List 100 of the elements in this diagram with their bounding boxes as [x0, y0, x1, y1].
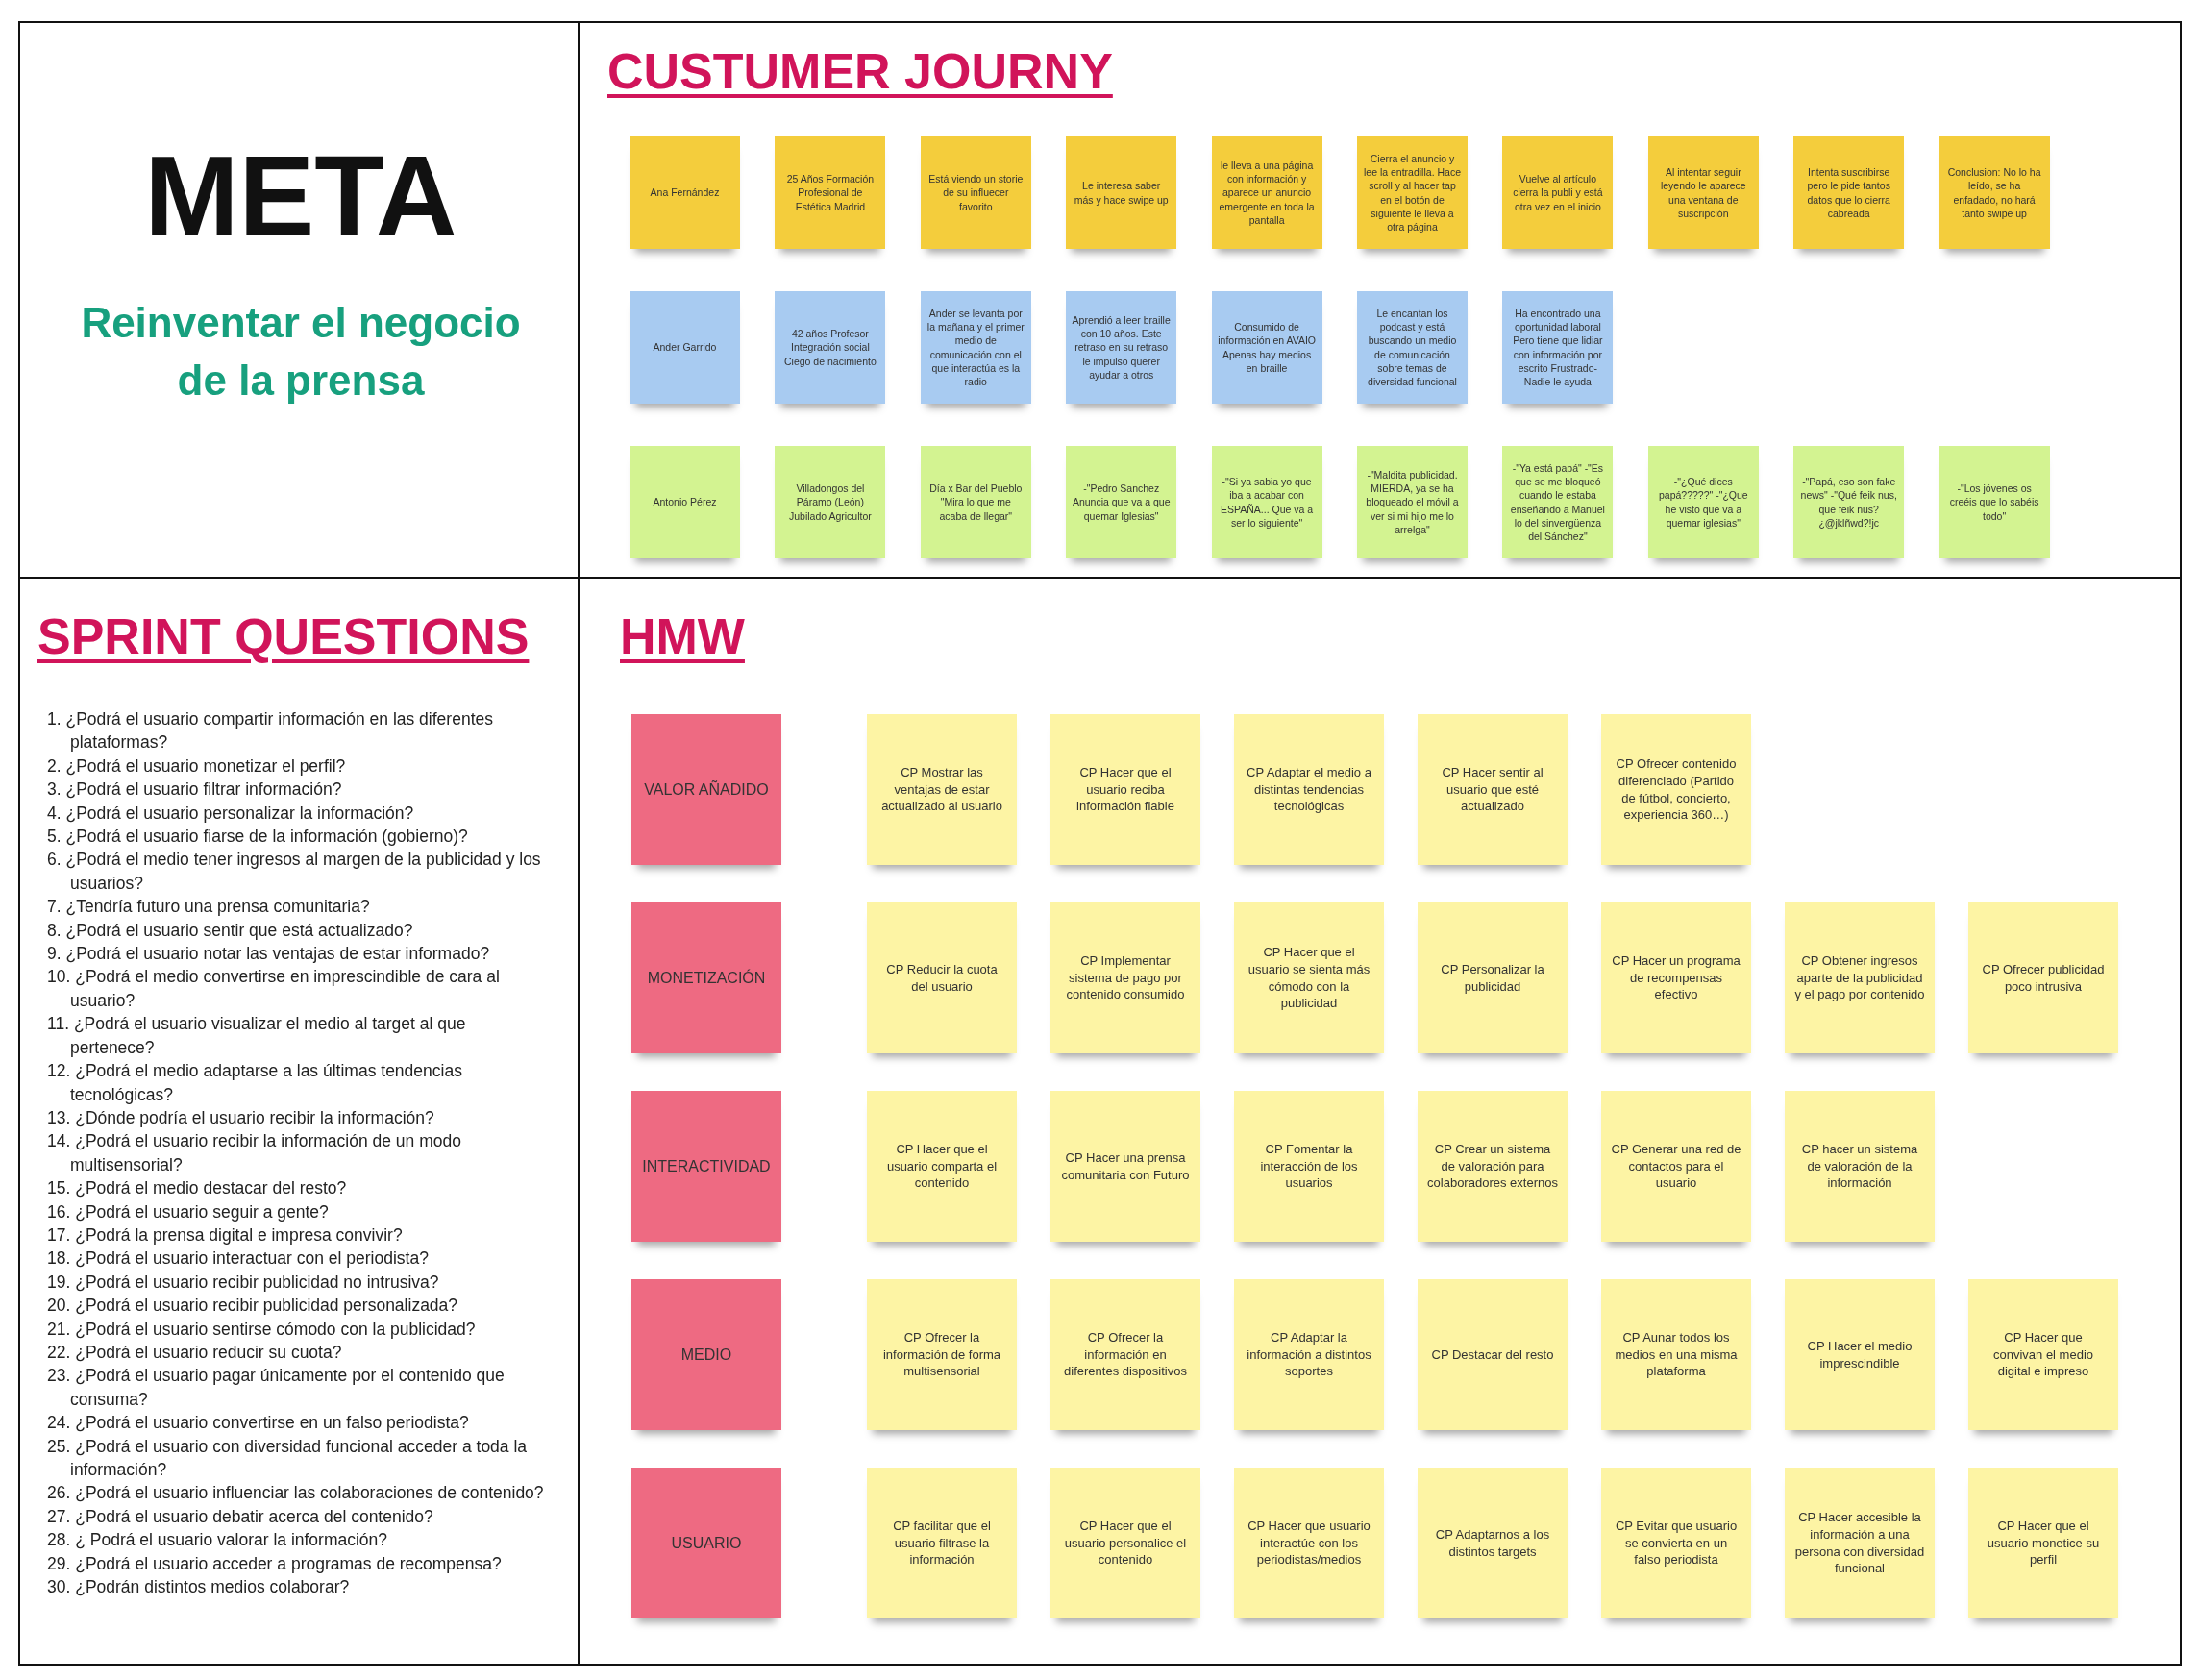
sticky-note — [1785, 1091, 1935, 1242]
question-item: 26. ¿Podrá el usuario influenciar las colaboraciones de contenido? — [47, 1482, 545, 1505]
note-text: Al intentar seguir leyendo le aparece una ventana de suscripción — [1659, 165, 1747, 220]
sticky-note — [1234, 1091, 1384, 1242]
note-text: CP Adaptar la información a distintos soportes — [1246, 1329, 1372, 1380]
sticky-note — [630, 136, 740, 249]
sticky-note — [1066, 446, 1177, 558]
sticky-note — [1211, 291, 1322, 404]
sticky-note — [1785, 902, 1935, 1053]
question-item: 9. ¿Podrá el usuario notar las ventajas de estar informado? — [47, 943, 491, 966]
note-text: Intenta suscribirse pero le pide tantos datos que lo cierra cabreada — [1806, 165, 1891, 220]
note-text: CP Adaptarnos a los distintos targets — [1434, 1525, 1551, 1561]
question-item: 13. ¿Dónde podría el usuario recibir la información? — [47, 1106, 435, 1129]
note-text: CP Hacer sentir al usuario que esté actualizado — [1441, 764, 1544, 815]
note-text: CP Personalizar la publicidad — [1440, 960, 1545, 996]
note-text: CP Hacer que el usuario comparta el contenido — [885, 1141, 999, 1192]
note-text: -"Papá, eso son fake news" -"Qué feik nus, que feik nus? ¿@jklñwd?!jc — [1799, 475, 1898, 530]
note-text: CP Hacer el medio imprescindible — [1806, 1337, 1914, 1372]
note-text: CP Evitar que usuario se convierta en un falso periodista — [1614, 1518, 1739, 1569]
board-panel — [18, 577, 580, 1666]
question-item: 28. ¿ Podrá el usuario valorar la información? — [47, 1529, 389, 1552]
sticky-note — [1050, 1279, 1200, 1430]
question-item: 10. ¿Podrá el medio convertirse en imprescindible de cara al usuario? — [47, 966, 501, 1012]
sticky-note — [1647, 446, 1759, 558]
note-text: CP Hacer que convivan el medio digital e impreso — [1991, 1329, 2095, 1380]
note-text: CP Ofrecer la información de forma multisensorial — [881, 1329, 1002, 1380]
question-item: 8. ¿Podrá el usuario sentir que está actualizado? — [47, 919, 414, 942]
goal-text: Reinventar el negocio de la prensa — [80, 298, 522, 406]
note-text: MEDIO — [680, 1345, 732, 1365]
sticky-note — [1502, 446, 1614, 558]
sticky-note — [1939, 446, 2050, 558]
sticky-note — [1968, 902, 2118, 1053]
question-item: 27. ¿Podrá el usuario debatir acerca del contenido? — [47, 1505, 434, 1528]
sticky-note — [1357, 446, 1468, 558]
note-text: VALOR AÑADIDO — [644, 779, 769, 800]
question-item: 23. ¿Podrá el usuario pagar únicamente por el contenido que consuma? — [47, 1365, 506, 1411]
sticky-note — [867, 1468, 1017, 1618]
note-text: -"Ya está papá" -"Es que se me bloqueó cuando le estaba enseñando a Manuel lo del sinvergüenza del Sánchez" — [1509, 461, 1606, 543]
sticky-note — [1050, 714, 1200, 865]
question-item: 6. ¿Podrá el medio tener ingresos al margen de la publicidad y los usuarios? — [47, 849, 542, 895]
sticky-note — [1234, 902, 1384, 1053]
question-item: 1. ¿Podrá el usuario compartir información en las diferentes plataformas? — [47, 708, 494, 754]
sticky-note — [631, 902, 781, 1053]
question-item: 24. ¿Podrá el usuario convertirse en un falso periodista? — [47, 1412, 470, 1435]
note-text: CP Hacer que el usuario monetice su perfil — [1986, 1518, 2101, 1569]
sticky-note — [631, 714, 781, 865]
question-item: 11. ¿Podrá el usuario visualizar el medio al target al que pertenece? — [47, 1013, 467, 1059]
note-text: CP facilitar que el usuario filtrase la información — [892, 1518, 992, 1569]
question-item: 19. ¿Podrá el usuario recibir publicidad no intrusiva? — [47, 1271, 440, 1294]
note-text: Está viendo un storie de su influecer favorito — [927, 172, 1025, 213]
note-text: Ana Fernández — [650, 185, 720, 200]
sticky-note — [1793, 136, 1905, 249]
sticky-note — [1066, 291, 1177, 404]
sticky-note — [1939, 136, 2050, 249]
note-text: INTERACTIVIDAD — [642, 1156, 771, 1176]
question-item: 18. ¿Podrá el usuario interactuar con el periodista? — [47, 1248, 430, 1271]
question-item: 29. ¿Podrá el usuario acceder a programas de recompensa? — [47, 1552, 503, 1575]
question-item: 21. ¿Podrá el usuario sentirse cómodo con la publicidad? — [47, 1318, 477, 1341]
note-text: Ha encontrado una oportunidad laboral Pero tiene que lidiar con información por escrito Frustrado-Nadie le ayuda — [1512, 307, 1604, 388]
sticky-note — [1418, 1091, 1568, 1242]
sticky-note — [631, 1279, 781, 1430]
sticky-note — [1050, 1091, 1200, 1242]
note-text: CP Hacer que usuario interactúe con los periodistas/medios — [1247, 1518, 1371, 1569]
note-text: CP Mostrar las ventajas de estar actualizado al usuario — [880, 764, 1003, 815]
note-text: CP Ofrecer publicidad poco intrusiva — [1981, 960, 2106, 996]
sticky-note — [1601, 1468, 1751, 1618]
note-text: 25 Años Formación Profesional de Estética Madrid — [785, 172, 876, 213]
question-item: 7. ¿Tendría futuro una prensa comunitaria? — [47, 896, 371, 919]
note-text: Día x Bar del Pueblo "Mira lo que me acaba de llegar" — [928, 482, 1024, 523]
sticky-note — [1601, 1279, 1751, 1430]
question-item: 15. ¿Podrá el medio destacar del resto? — [47, 1177, 348, 1200]
note-text: CP Hacer accesible la información a una persona con diversidad funcional — [1794, 1509, 1925, 1577]
sticky-note — [1234, 1468, 1384, 1618]
sticky-note — [1234, 714, 1384, 865]
note-text: CP Fomentar la interacción de los usuarios — [1259, 1141, 1359, 1192]
note-text: -"Pedro Sanchez Anuncia que va a que quemar Iglesias" — [1072, 482, 1172, 523]
goal-heading: META — [143, 132, 458, 261]
note-text: CP Crear un sistema de valoración para colaboradores externos — [1427, 1141, 1558, 1192]
sticky-note — [920, 446, 1031, 558]
note-text: CP Hacer que el usuario reciba información fiable — [1075, 764, 1175, 815]
note-text: Ander se levanta por la mañana y el primer medio de comunicación con el que interactúa es la radio — [926, 307, 1025, 388]
section-heading: HMW — [620, 607, 745, 665]
sticky-note — [1234, 1279, 1384, 1430]
question-item: 4. ¿Podrá el usuario personalizar la información? — [47, 802, 415, 825]
note-text: CP Adaptar el medio a distintas tendencias tecnológicas — [1246, 764, 1372, 815]
sticky-note — [867, 902, 1017, 1053]
note-text: -"Si ya sabia yo que iba a acabar con ESPAÑA... Que va a ser lo siguiente" — [1220, 475, 1315, 530]
question-item: 20. ¿Podrá el usuario recibir publicidad personalizada? — [47, 1295, 459, 1318]
note-text: Le encantan los podcast y está buscando un medio de comunicación sobre temas de diversidad funcional — [1367, 307, 1458, 388]
sticky-note — [775, 136, 886, 249]
note-text: CP Generar una red de contactos para el usuario — [1611, 1141, 1741, 1192]
note-text: MONETIZACIÓN — [647, 968, 766, 988]
question-item: 16. ¿Podrá el usuario seguir a gente? — [47, 1200, 330, 1223]
question-item: 2. ¿Podrá el usuario monetizar el perfil? — [47, 754, 347, 778]
note-text: CP hacer un sistema de valoración de la información — [1800, 1141, 1919, 1192]
sticky-note — [631, 1468, 781, 1618]
question-item: 30. ¿Podrán distintos medios colaborar? — [47, 1576, 351, 1599]
note-text: CP Hacer una prensa comunitaria con Futuro — [1060, 1149, 1191, 1184]
note-text: CP Obtener ingresos aparte de la publicidad y el pago por contenido — [1794, 952, 1925, 1003]
note-text: -"Los jóvenes os creéis que lo sabéis todo" — [1948, 482, 2040, 523]
